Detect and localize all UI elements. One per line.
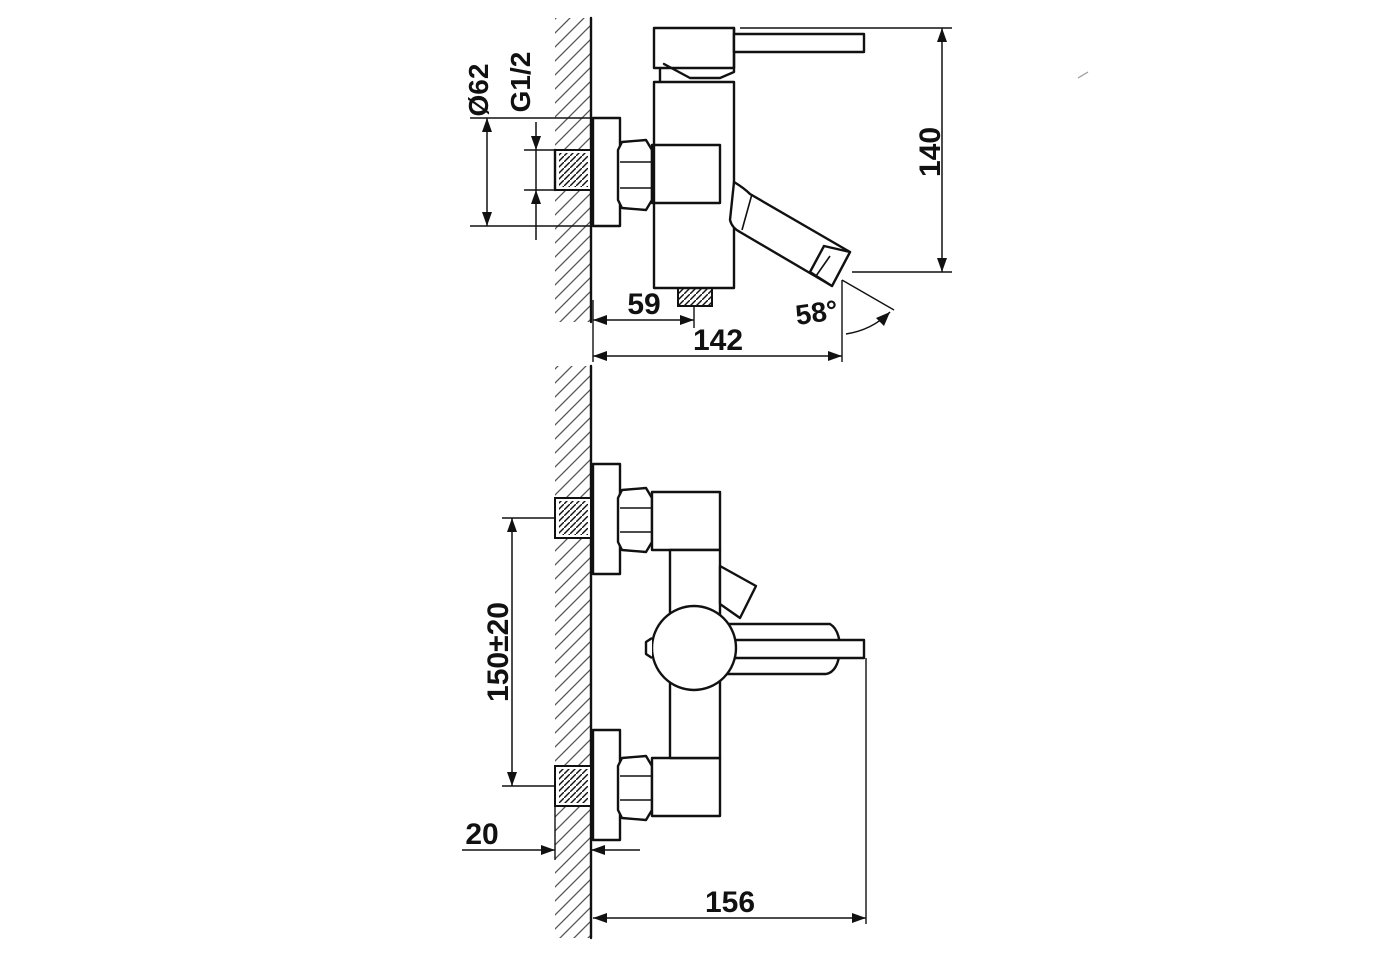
dim-center-distance: 150±20 bbox=[482, 517, 556, 787]
inlet-thread-top bbox=[553, 148, 592, 192]
mixer-body-side bbox=[652, 50, 736, 290]
dim-depth-side: 142 bbox=[593, 280, 843, 362]
dim-depth-front-label: 156 bbox=[705, 886, 755, 919]
dim-height-label: 140 bbox=[914, 127, 947, 177]
stray-mark bbox=[1077, 71, 1089, 79]
diverter-knob bbox=[718, 564, 758, 620]
dim-spout-angle: 58° bbox=[794, 279, 895, 335]
dim-inlet-offset: 59 bbox=[592, 288, 695, 362]
dim-depth-front: 156 bbox=[593, 658, 867, 924]
dim-center-distance-label: 150±20 bbox=[482, 602, 515, 702]
dim-depth-side-label: 142 bbox=[693, 324, 743, 357]
dim-height: 140 bbox=[740, 27, 952, 273]
wall-flange-top bbox=[591, 116, 622, 228]
hex-nut-top bbox=[616, 138, 654, 212]
dim-diameter-flange: Ø62 bbox=[463, 64, 600, 227]
dim-inlet-offset-label: 59 bbox=[627, 288, 660, 321]
bottom-outlet-thread bbox=[677, 287, 713, 307]
lever-head-side bbox=[652, 26, 866, 80]
lever-handle-front bbox=[732, 638, 866, 660]
cartridge-disc bbox=[644, 604, 738, 692]
dim-thread-length-label: 20 bbox=[465, 818, 498, 851]
front-view: 150±20 20 156 bbox=[462, 364, 867, 940]
wall-section-bottom bbox=[555, 364, 593, 940]
spout-side bbox=[728, 180, 852, 288]
side-view: Ø62 G1/2 140 59 bbox=[463, 16, 1089, 362]
dim-diameter-label: Ø62 bbox=[463, 64, 494, 117]
dim-thread-length: 20 bbox=[462, 806, 640, 860]
dim-thread-size: G1/2 bbox=[505, 52, 556, 240]
dim-thread-label: G1/2 bbox=[505, 52, 536, 113]
lower-inlet bbox=[554, 728, 722, 842]
dim-spout-angle-label: 58° bbox=[794, 294, 840, 331]
